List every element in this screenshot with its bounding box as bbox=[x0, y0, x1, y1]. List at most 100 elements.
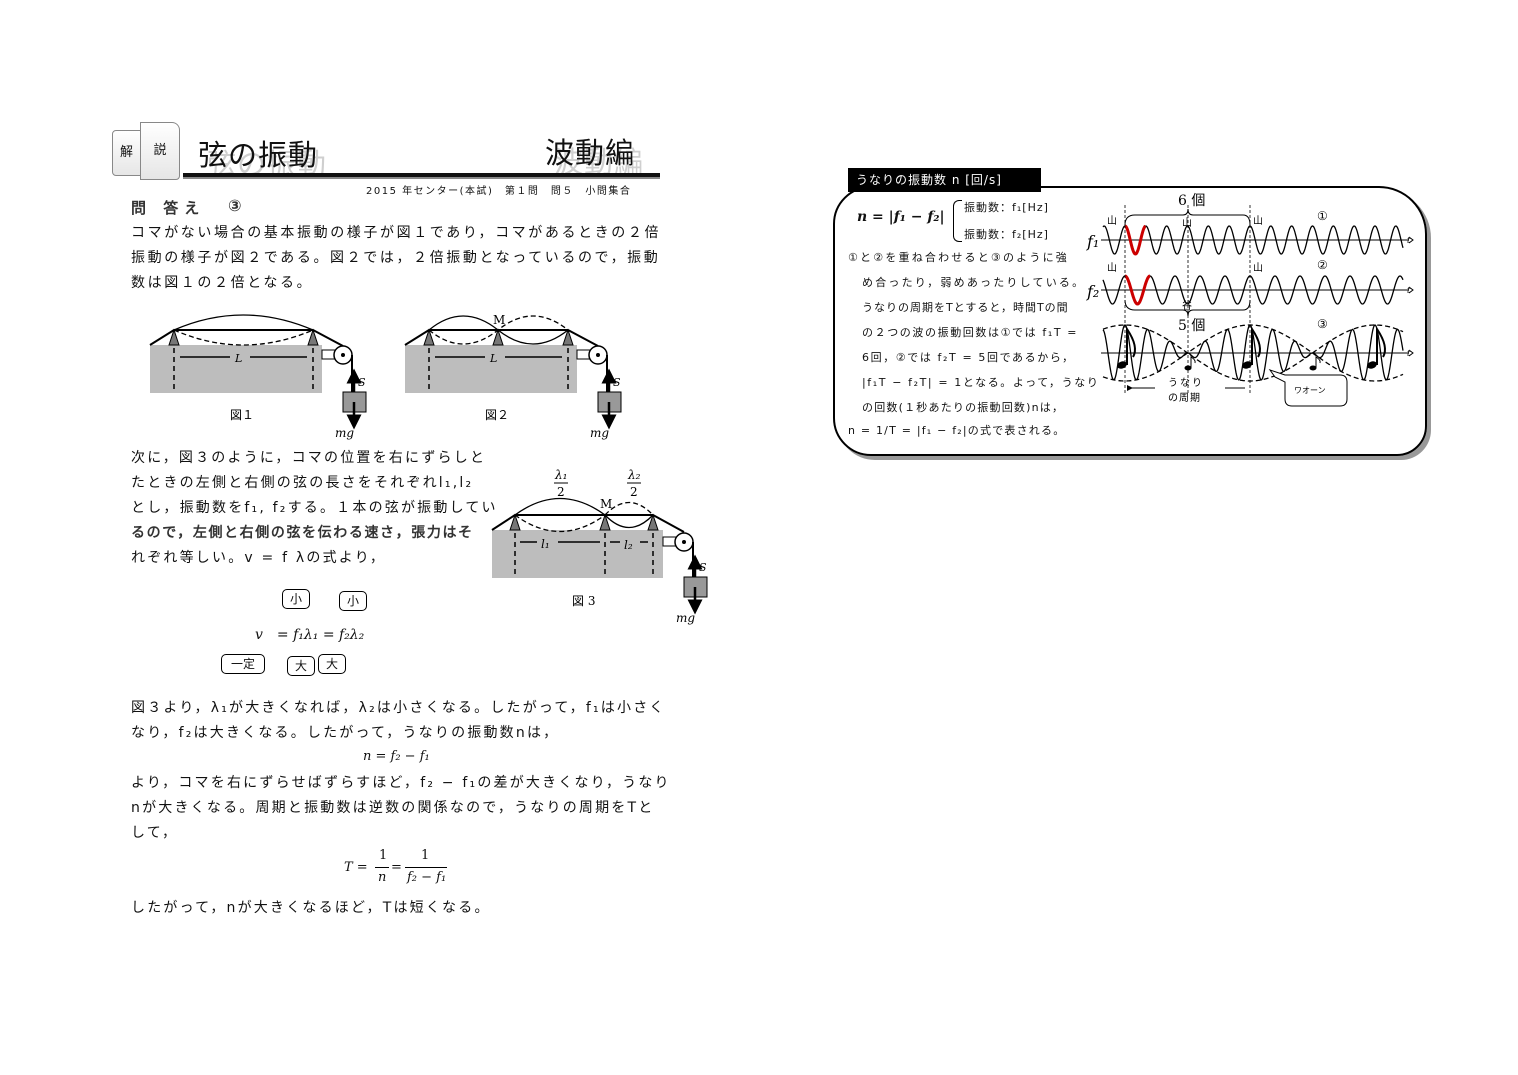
music-note-icon bbox=[1117, 361, 1127, 369]
axis-arrow-icon bbox=[1408, 236, 1414, 244]
note-v: 一定 bbox=[221, 654, 265, 674]
figure-3: λ₁ 2 λ₂ 2 M l₁ l₂ S mg 図 3 bbox=[491, 468, 708, 625]
music-note-small-icon bbox=[1315, 356, 1321, 368]
brace bbox=[953, 200, 962, 242]
fig1-tension-label: S bbox=[358, 376, 366, 389]
fig1-length-label: L bbox=[234, 352, 242, 365]
formula-T-num1: 1 bbox=[379, 848, 388, 863]
beat-info-box bbox=[833, 186, 1427, 456]
velocity-equation: v = f₁λ₁ = f₂λ₂ bbox=[255, 627, 365, 643]
fraction-bar bbox=[375, 867, 389, 868]
trough-label: 谷 bbox=[1182, 300, 1192, 312]
header-rule bbox=[183, 173, 660, 177]
peak-label: 山 bbox=[1107, 215, 1117, 227]
envelope-lower bbox=[1102, 352, 1404, 382]
para2-line5: れぞれ等しい。v = f λの式より， bbox=[131, 550, 387, 566]
formula-T-eq: = bbox=[391, 860, 402, 875]
fig3-l1-label: l₁ bbox=[541, 537, 550, 551]
fig2-length-label: L bbox=[489, 352, 497, 365]
source-note: 2015 年センター(本試) 第１問 問５ 小問集合 bbox=[366, 186, 632, 197]
beat-text-3: うなりの周期をTとすると，時間Tの間 bbox=[862, 301, 1069, 314]
fig2-midpoint-label: M bbox=[493, 313, 505, 327]
peak-label: 山 bbox=[1107, 262, 1117, 274]
para3-line2: なり，f₂は大きくなる。したがって，うなりの振動数nは， bbox=[131, 725, 560, 741]
para4-line1: より，コマを右にずらせばずらすほど，f₂ − f₁の差が大きくなり，うなり bbox=[131, 775, 671, 791]
fig3-lambda1: λ₁ bbox=[554, 468, 567, 482]
para2-line4: るので，左側と右側の弦を伝わる速さ，張力はそ bbox=[131, 525, 474, 541]
f2-label: f₂ bbox=[1086, 282, 1099, 301]
brace-item-f2: 振動数：f₂[Hz] bbox=[964, 228, 1049, 241]
para2-line3: とし，振動数をf₁, f₂する。１本の弦が振動してい bbox=[131, 500, 498, 516]
music-note-icon bbox=[1367, 361, 1377, 369]
para2-line1: 次に，図３のように，コマの位置を右にずらしと bbox=[131, 450, 487, 466]
peak-label: 山 bbox=[1253, 215, 1263, 227]
beat-text-5: 6回，②では f₂T = 5回であるから， bbox=[862, 351, 1075, 364]
beat-period-label-2: の周期 bbox=[1168, 392, 1201, 404]
beat-text-4: の２つの波の振動回数は①では f₁T = bbox=[862, 326, 1079, 339]
formula-T-den2: f₂ − f₁ bbox=[407, 870, 447, 885]
fig2-tension-label: S bbox=[613, 376, 621, 389]
axis-arrow-icon bbox=[1408, 349, 1414, 357]
sound-label: ワオーン bbox=[1294, 386, 1326, 395]
fig3-lambda2: λ₂ bbox=[627, 468, 641, 482]
para3-line1: 図３より，λ₁が大きくなれば，λ₂は小さくなる。したがって，f₁は小さく bbox=[131, 700, 666, 716]
t-axis-label: t bbox=[1407, 349, 1411, 358]
beat-box-title: うなりの振動数 n [回/s] bbox=[848, 168, 1041, 192]
formula-T-lhs: T = bbox=[344, 860, 368, 875]
count-5-label: 5 個 bbox=[1178, 318, 1205, 334]
note-f2: 小 bbox=[339, 591, 367, 611]
music-note-icon bbox=[1242, 361, 1252, 369]
beat-text-1: ①と②を重ね合わせると③のように強 bbox=[848, 251, 1069, 264]
brace-item-f1: 振動数：f₁[Hz] bbox=[964, 201, 1049, 214]
answer-label: 問 答え bbox=[131, 199, 206, 217]
formula-T-num2: 1 bbox=[421, 848, 430, 863]
para4-line3: して， bbox=[131, 825, 179, 841]
t-axis-label: t bbox=[1407, 236, 1411, 245]
header-tab-right: 説 bbox=[140, 122, 180, 180]
beat-formula: n = |f₁ − f₂| bbox=[857, 209, 945, 225]
fig1-caption: 図１ bbox=[230, 408, 254, 422]
peak-label: 山 bbox=[1253, 262, 1263, 274]
beat-text-7: の回数(１秒あたりの振動回数)nは， bbox=[862, 401, 1065, 414]
formula-n: n = f₂ − f₁ bbox=[363, 749, 430, 764]
fig3-caption: 図 3 bbox=[572, 594, 595, 608]
envelope-upper bbox=[1102, 324, 1404, 354]
para4-line2: nが大きくなる。周期と振動数は逆数の関係なので，うなりの周期をTと bbox=[131, 800, 655, 816]
string-figures: L S mg 図１ M L S mg 図２ bbox=[149, 313, 708, 625]
para5: したがって，nが大きくなるほど，Tは短くなる。 bbox=[131, 900, 491, 916]
beat-text-2: め合ったり，弱めあったりしている。 bbox=[862, 276, 1086, 289]
fig2-weight-label: mg bbox=[590, 426, 609, 440]
answer-value: ③ bbox=[228, 196, 242, 215]
fig3-lambda2-den: 2 bbox=[630, 485, 638, 499]
figure-1: L S mg 図１ bbox=[149, 314, 367, 440]
music-note-icon bbox=[1126, 325, 1136, 365]
beat-wave-diagram: 6 個 5 個 山 山 山 山 山 谷 f₁ f₂ ① ② ③ t t t うな… bbox=[1086, 193, 1414, 407]
music-note-small-icon bbox=[1184, 365, 1192, 371]
fig2-caption: 図２ bbox=[485, 408, 509, 422]
beat-period-label-1: うなり bbox=[1168, 377, 1204, 389]
fig3-weight-label: mg bbox=[676, 611, 695, 625]
page-title: 弦の振動 bbox=[198, 138, 319, 172]
axis-arrow-icon bbox=[1408, 286, 1414, 294]
wave-f1-highlight bbox=[1124, 224, 1147, 256]
music-note-small-icon bbox=[1190, 356, 1196, 368]
para1-line2: 振動の様子が図２である。図２では，２倍振動となっているので，振動 bbox=[131, 250, 661, 266]
wave-f1 bbox=[1102, 225, 1404, 255]
music-note-icon bbox=[1251, 325, 1261, 365]
fig3-midpoint-label: M bbox=[600, 497, 612, 511]
fraction-bar bbox=[405, 867, 447, 868]
para1-line1: コマがない場合の基本振動の様子が図１であり，コマがあるときの２倍 bbox=[131, 225, 662, 241]
fig3-lambda1-den: 2 bbox=[557, 485, 565, 499]
formula-T-den1: n bbox=[378, 870, 387, 885]
wave-1-label: ① bbox=[1317, 209, 1328, 223]
note-lambda2: 大 bbox=[318, 654, 346, 674]
fig1-weight-label: mg bbox=[335, 426, 354, 440]
sound-callout bbox=[1268, 369, 1348, 407]
t-axis-label: t bbox=[1407, 286, 1411, 295]
music-note-icon bbox=[1376, 325, 1386, 365]
music-note-small-icon bbox=[1309, 365, 1317, 371]
count-6-label: 6 個 bbox=[1178, 193, 1205, 209]
category-title: 波動編 bbox=[545, 136, 636, 170]
peak-label: 山 bbox=[1182, 217, 1192, 229]
f1-label: f₁ bbox=[1086, 232, 1099, 251]
